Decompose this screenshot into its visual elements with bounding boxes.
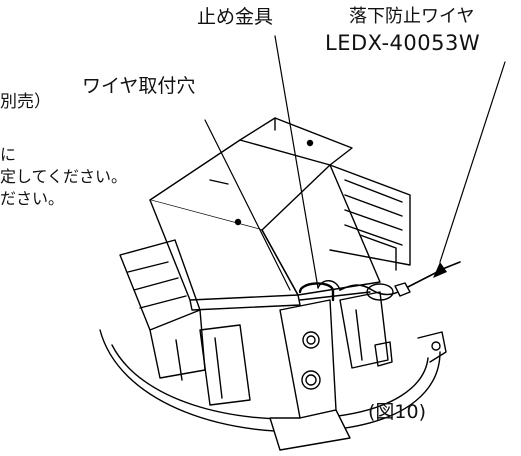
stopper-label: 止め金具 [197,6,274,28]
side-text-fragment-4: ださい。 [0,189,65,208]
wire-leader [439,61,506,263]
figure-number: (図10) [368,401,427,423]
side-text-fragment-2: に [0,145,17,164]
wire-part-label: LEDX-40053W [325,31,481,55]
mounting-bracket [279,299,337,419]
wire-name-label: 落下防止ワイヤ [349,6,475,27]
wire-hole-label: ワイヤ取付穴 [82,75,196,97]
wire-hole-leader [204,119,291,291]
stopper-leader [274,35,319,289]
stopper-clip [298,282,335,302]
side-text-fragment-1: 別売） [0,92,51,112]
side-text-fragment-3: 定してください。 [0,167,128,186]
